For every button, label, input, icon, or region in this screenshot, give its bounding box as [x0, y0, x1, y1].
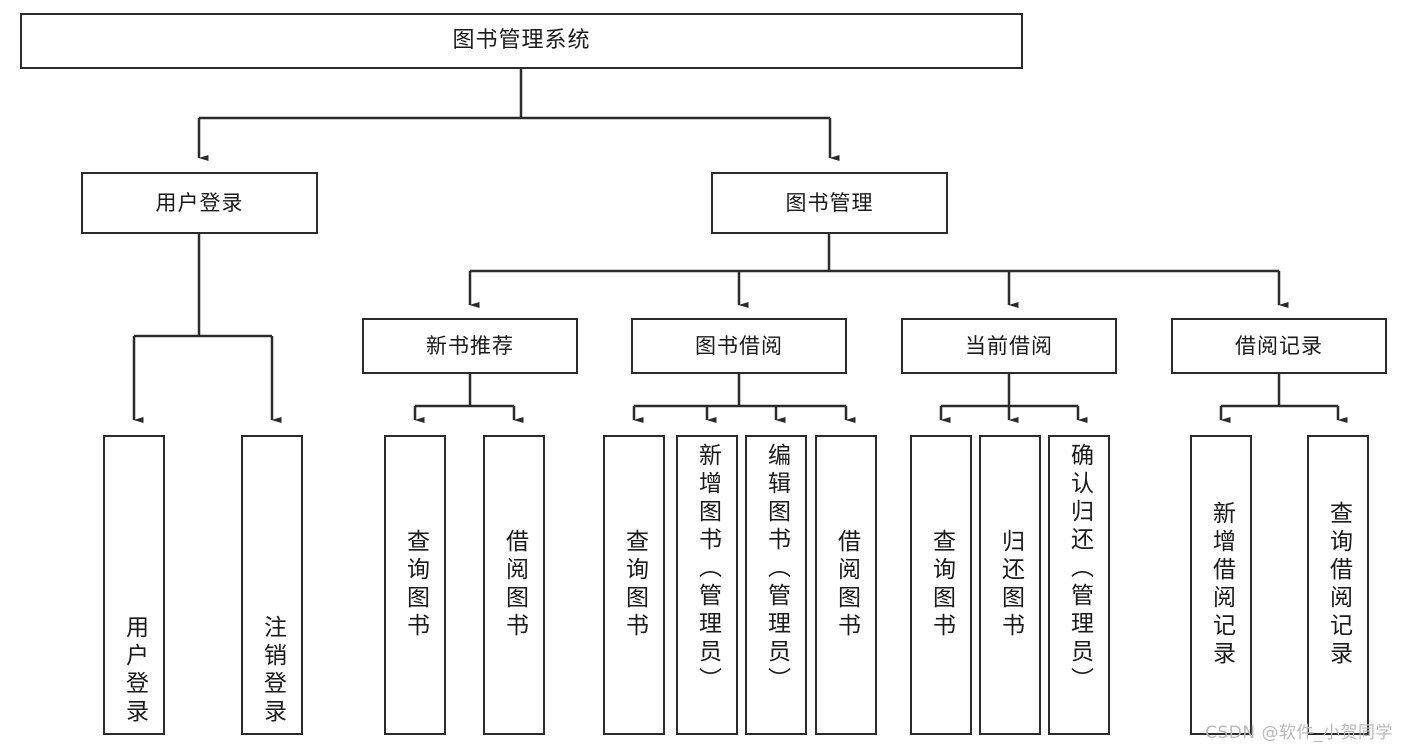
leaf-return-book-label: 归还图书	[997, 529, 1024, 641]
node-book-manage-label: 图书管理	[785, 190, 874, 215]
leaf-edit-book[interactable]: 编辑图书（管理员）	[745, 435, 807, 735]
node-new-book-recommend[interactable]: 新书推荐	[362, 318, 578, 374]
node-root[interactable]: 图书管理系统	[20, 13, 1023, 69]
node-new-book-recommend-label: 新书推荐	[426, 333, 514, 358]
leaf-confirm-return-label: 确认归还（管理员）	[1066, 443, 1093, 695]
leaf-query-record-label: 查询借阅记录	[1325, 501, 1352, 669]
leaf-confirm-return[interactable]: 确认归还（管理员）	[1048, 435, 1110, 735]
leaf-add-record[interactable]: 新增借阅记录	[1190, 435, 1252, 735]
leaf-add-book-label: 新增图书（管理员）	[694, 443, 721, 695]
node-book-manage[interactable]: 图书管理	[711, 172, 948, 234]
node-user-login[interactable]: 用户登录	[81, 172, 318, 234]
leaf-borrow-book-2[interactable]: 借阅图书	[815, 435, 877, 735]
leaf-query-book-1[interactable]: 查询图书	[384, 435, 446, 735]
leaf-add-record-label: 新增借阅记录	[1208, 501, 1235, 669]
leaf-edit-book-label: 编辑图书（管理员）	[763, 443, 790, 695]
node-book-borrow-label: 图书借阅	[695, 333, 783, 358]
node-borrow-record-label: 借阅记录	[1235, 333, 1323, 358]
leaf-return-book[interactable]: 归还图书	[979, 435, 1041, 735]
leaf-query-book-1-label: 查询图书	[402, 529, 429, 641]
node-root-label: 图书管理系统	[452, 28, 591, 54]
leaf-add-book[interactable]: 新增图书（管理员）	[676, 435, 738, 735]
node-book-borrow[interactable]: 图书借阅	[631, 318, 847, 374]
leaf-query-book-3-label: 查询图书	[928, 529, 955, 641]
leaf-borrow-book-1-label: 借阅图书	[501, 529, 528, 641]
watermark: CSDN @软件_小贺同学	[1205, 723, 1393, 743]
leaf-user-login-label: 用户登录	[121, 615, 148, 727]
leaf-query-book-3[interactable]: 查询图书	[910, 435, 972, 735]
node-current-borrow[interactable]: 当前借阅	[901, 318, 1117, 374]
leaf-user-logout[interactable]: 注销登录	[241, 435, 303, 735]
leaf-user-logout-label: 注销登录	[259, 615, 286, 727]
leaf-borrow-book-1[interactable]: 借阅图书	[483, 435, 545, 735]
node-current-borrow-label: 当前借阅	[965, 333, 1053, 358]
leaf-borrow-book-2-label: 借阅图书	[833, 529, 860, 641]
leaf-query-book-2[interactable]: 查询图书	[603, 435, 665, 735]
node-user-login-label: 用户登录	[155, 190, 244, 215]
leaf-query-book-2-label: 查询图书	[621, 529, 648, 641]
leaf-user-login[interactable]: 用户登录	[103, 435, 165, 735]
node-borrow-record[interactable]: 借阅记录	[1171, 318, 1387, 374]
leaf-query-record[interactable]: 查询借阅记录	[1307, 435, 1369, 735]
